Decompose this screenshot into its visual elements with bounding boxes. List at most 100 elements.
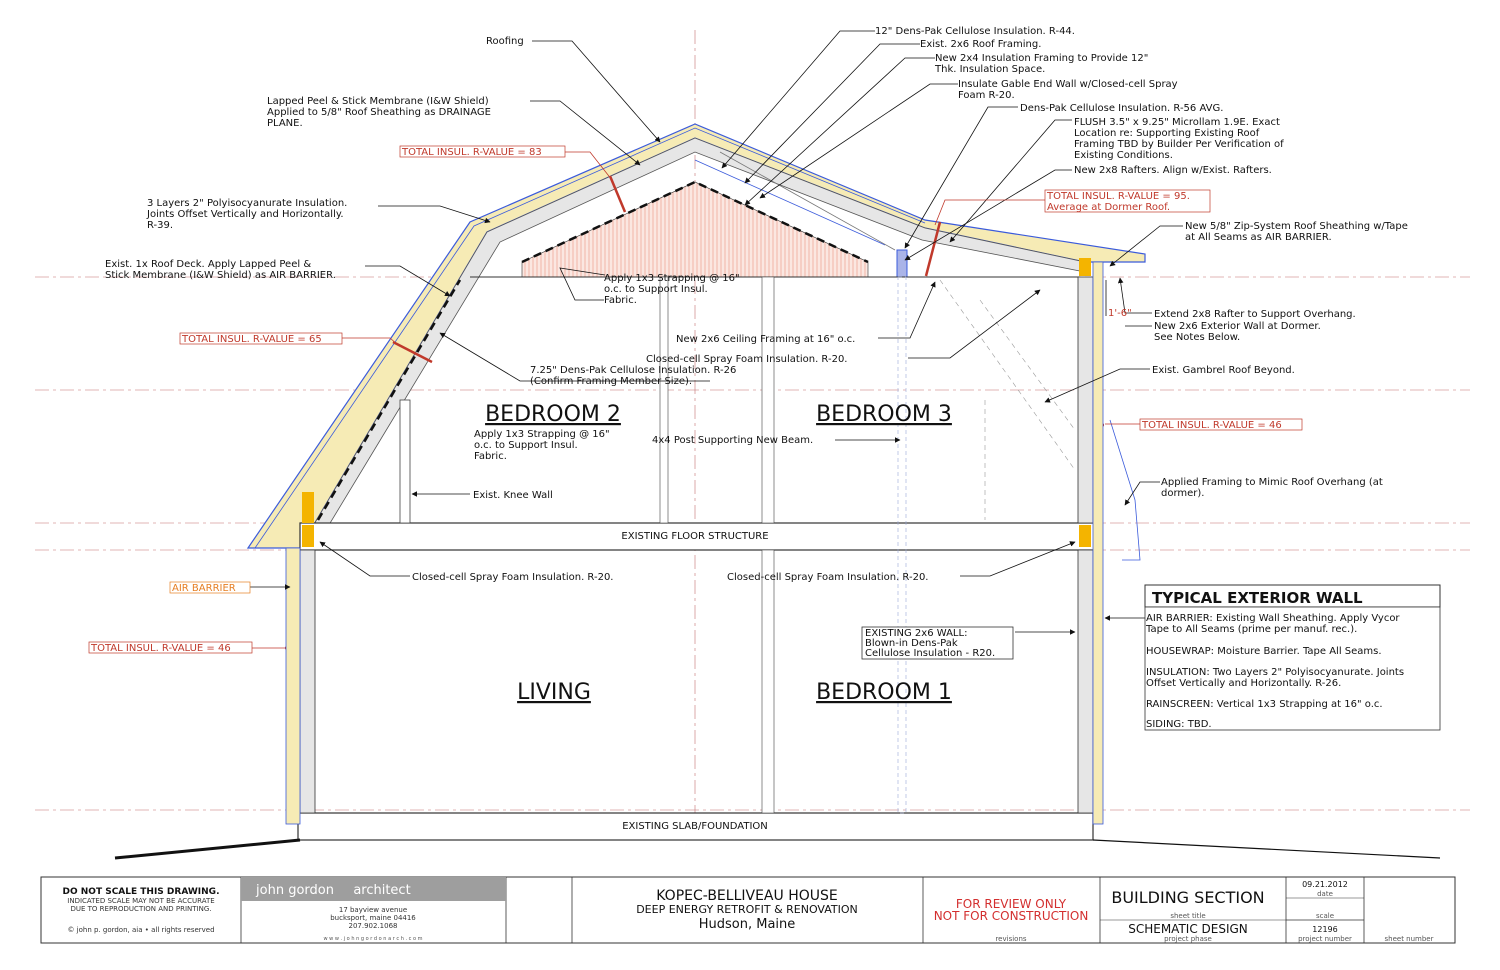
note-membrane-line-1: Lapped Peel & Stick Membrane (I&W Shield…	[267, 96, 489, 107]
tb-phase: SCHEMATIC DESIGN	[1128, 922, 1248, 936]
typical-wall-line-7: Offset Vertically and Horizontally. R-26…	[1146, 678, 1341, 689]
note-zip-system-line-1: New 5/8" Zip-System Roof Sheathing w/Tap…	[1185, 221, 1408, 232]
note-framing-2x4-line-2: Thk. Insulation Space.	[934, 64, 1045, 75]
note-polyiso-line-1: 3 Layers 2" Polyisocyanurate Insulation.	[147, 198, 347, 209]
typical-wall-title: TYPICAL EXTERIOR WALL	[1152, 589, 1363, 607]
r-value-65: TOTAL INSUL. R-VALUE = 65	[181, 334, 322, 345]
typical-wall-line-8: RAINSCREEN: Vertical 1x3 Strapping at 16…	[1146, 699, 1383, 710]
existing-wall-line-2: Blown-in Dens-Pak	[865, 638, 958, 649]
label-slab-foundation: EXISTING SLAB/FOUNDATION	[622, 821, 768, 832]
note-strapping-top-line-2: o.c. to Support Insul.	[604, 284, 708, 295]
tb-address-line-2: bucksport, maine 04416	[330, 914, 416, 922]
notes-right: 12" Dens-Pak Cellulose Insulation. R-44.…	[875, 26, 1408, 499]
typical-wall-line-4: HOUSEWRAP: Moisture Barrier. Tape All Se…	[1146, 646, 1382, 657]
note-cellulose-725-line-1: 7.25" Dens-Pak Cellulose Insulation. R-2…	[530, 365, 736, 376]
reference-gridlines	[35, 30, 1470, 840]
tb-project-desc: DEEP ENERGY RETROFIT & RENOVATION	[636, 903, 858, 916]
tb-warning-title: DO NOT SCALE THIS DRAWING.	[63, 887, 220, 897]
note-microllam-line-2: Location re: Supporting Existing Roof	[1074, 128, 1260, 139]
note-spray-foam-center: Closed-cell Spray Foam Insulation. R-20.	[727, 572, 928, 583]
note-strapping-top-line-1: Apply 1x3 Strapping @ 16"	[604, 273, 740, 284]
tb-firm-role: architect	[353, 883, 410, 898]
notes-left: Roofing Lapped Peel & Stick Membrane (I&…	[105, 36, 928, 583]
note-ext-wall-dormer: New 2x6 Exterior Wall at Dormer.	[1154, 321, 1321, 332]
existing-wall-line-3: Cellulose Insulation - R20.	[865, 648, 995, 659]
note-zip-system-line-2: at All Seams as AIR BARRIER.	[1185, 232, 1332, 243]
r-value-95-line-1: TOTAL INSUL. R-VALUE = 95.	[1046, 191, 1190, 202]
room-bedroom-3: BEDROOM 3	[816, 402, 952, 427]
note-membrane-line-2: Applied to 5/8" Roof Sheathing as DRAINA…	[267, 107, 491, 118]
typical-wall-note: TYPICAL EXTERIOR WALL AIR BARRIER: Exist…	[1144, 584, 1441, 731]
tb-revisions-label: revisions	[995, 935, 1026, 943]
note-strapping-bed2-line-3: Fabric.	[474, 451, 507, 462]
tb-sheet-title: BUILDING SECTION	[1111, 888, 1264, 907]
tb-review-line-2: NOT FOR CONSTRUCTION	[934, 909, 1089, 923]
note-polyiso-line-2: Joints Offset Vertically and Horizontall…	[146, 209, 344, 220]
building-frame	[114, 258, 1441, 860]
note-spray-foam-left: Closed-cell Spray Foam Insulation. R-20.	[412, 572, 613, 583]
tb-date-label: date	[1317, 890, 1333, 898]
note-polyiso-line-3: R-39.	[147, 220, 173, 231]
tb-project-location: Hudson, Maine	[699, 917, 796, 932]
room-living: LIVING	[517, 680, 591, 705]
tb-date: 09.21.2012	[1302, 880, 1348, 889]
note-roof-deck-line-2: Stick Membrane (I&W Shield) as AIR BARRI…	[105, 270, 336, 281]
tb-project-number: 12196	[1312, 925, 1337, 934]
note-roofing: Roofing	[486, 36, 524, 47]
typical-wall-line-10: SIDING: TBD.	[1146, 719, 1212, 730]
note-strapping-top-line-3: Fabric.	[604, 295, 637, 306]
note-strapping-bed2-line-2: o.c. to Support Insul.	[474, 440, 578, 451]
existing-wall-line-1: EXISTING 2x6 WALL:	[865, 628, 967, 639]
r-value-95-line-2: Average at Dormer Roof.	[1047, 202, 1170, 213]
tb-warning-line-2: DUE TO REPRODUCTION AND PRINTING.	[70, 905, 211, 913]
note-cellulose-r56: Dens-Pak Cellulose Insulation. R-56 AVG.	[1020, 103, 1223, 114]
tb-firm-name: john gordon	[255, 883, 334, 898]
note-extend-rafter: Extend 2x8 Rafter to Support Overhang.	[1154, 309, 1356, 320]
note-roof-framing: Exist. 2x6 Roof Framing.	[920, 39, 1041, 50]
tb-review-line-1: FOR REVIEW ONLY	[956, 897, 1067, 911]
r-value-83: TOTAL INSUL. R-VALUE = 83	[401, 147, 542, 158]
note-microllam-line-4: Existing Conditions.	[1074, 150, 1173, 161]
title-block: DO NOT SCALE THIS DRAWING. INDICATED SCA…	[40, 876, 1456, 944]
note-applied-framing-line-1: Applied Framing to Mimic Roof Overhang (…	[1161, 477, 1383, 488]
typical-wall-line-6: INSULATION: Two Layers 2" Polyisocyanura…	[1146, 667, 1404, 678]
note-cellulose-r44: 12" Dens-Pak Cellulose Insulation. R-44.	[875, 26, 1075, 37]
room-bedroom-1: BEDROOM 1	[816, 680, 952, 705]
structure-labels: EXISTING FLOOR STRUCTURE EXISTING SLAB/F…	[621, 308, 1131, 832]
note-knee-wall: Exist. Knee Wall	[473, 490, 553, 501]
r-value-labels: TOTAL INSUL. R-VALUE = 83 TOTAL INSUL. R…	[88, 145, 1303, 654]
leader-lines	[250, 30, 1183, 635]
label-overhang-dimension: 1'-6"	[1108, 308, 1132, 319]
note-framing-2x4-line-1: New 2x4 Insulation Framing to Provide 12…	[935, 53, 1148, 64]
note-microllam-line-3: Framing TBD by Builder Per Verification …	[1074, 139, 1284, 150]
note-roof-deck-line-1: Exist. 1x Roof Deck. Apply Lapped Peel &	[105, 259, 311, 270]
tb-warning-line-1: INDICATED SCALE MAY NOT BE ACCURATE	[67, 897, 214, 905]
typical-wall-line-2: Tape to All Seams (prime per manuf. rec.…	[1145, 624, 1357, 635]
tb-sheet-title-label: sheet title	[1170, 912, 1205, 920]
note-see-notes: See Notes Below.	[1154, 332, 1240, 343]
tb-copyright: © john p. gordon, aia • all rights reser…	[67, 926, 214, 934]
note-applied-framing-line-2: dormer).	[1161, 488, 1205, 499]
note-membrane-line-3: PLANE.	[267, 118, 303, 129]
note-post: 4x4 Post Supporting New Beam.	[652, 435, 813, 446]
note-gable-wall-line-1: Insulate Gable End Wall w/Closed-cell Sp…	[958, 79, 1178, 90]
tb-website: w w w . j o h n g o r d o n a r c h . c …	[323, 936, 422, 942]
room-labels: BEDROOM 2 BEDROOM 3 LIVING BEDROOM 1	[485, 402, 952, 705]
room-bedroom-2: BEDROOM 2	[485, 402, 621, 427]
note-spray-foam-ceiling: Closed-cell Spray Foam Insulation. R-20.	[646, 354, 847, 365]
note-gambrel: Exist. Gambrel Roof Beyond.	[1152, 365, 1295, 376]
tb-address-line-1: 17 bayview avenue	[339, 906, 407, 914]
note-cellulose-725-line-2: (Confirm Framing Member Size).	[530, 376, 692, 387]
note-gable-wall-line-2: Foam R-20.	[958, 90, 1015, 101]
label-air-barrier: AIR BARRIER	[172, 583, 236, 594]
tb-scale-label: scale	[1316, 912, 1334, 920]
tb-sheet-number-label: sheet number	[1385, 935, 1434, 943]
r-value-46-right: TOTAL INSUL. R-VALUE = 46	[1141, 420, 1282, 431]
tb-project-number-label: project number	[1298, 935, 1352, 943]
tb-address-line-3: 207.902.1068	[349, 922, 398, 930]
roof-assembly	[246, 123, 1146, 549]
note-strapping-bed2-line-1: Apply 1x3 Strapping @ 16"	[474, 429, 610, 440]
r-value-leaders	[252, 151, 1140, 649]
typical-wall-line-1: AIR BARRIER: Existing Wall Sheathing. Ap…	[1146, 613, 1400, 624]
